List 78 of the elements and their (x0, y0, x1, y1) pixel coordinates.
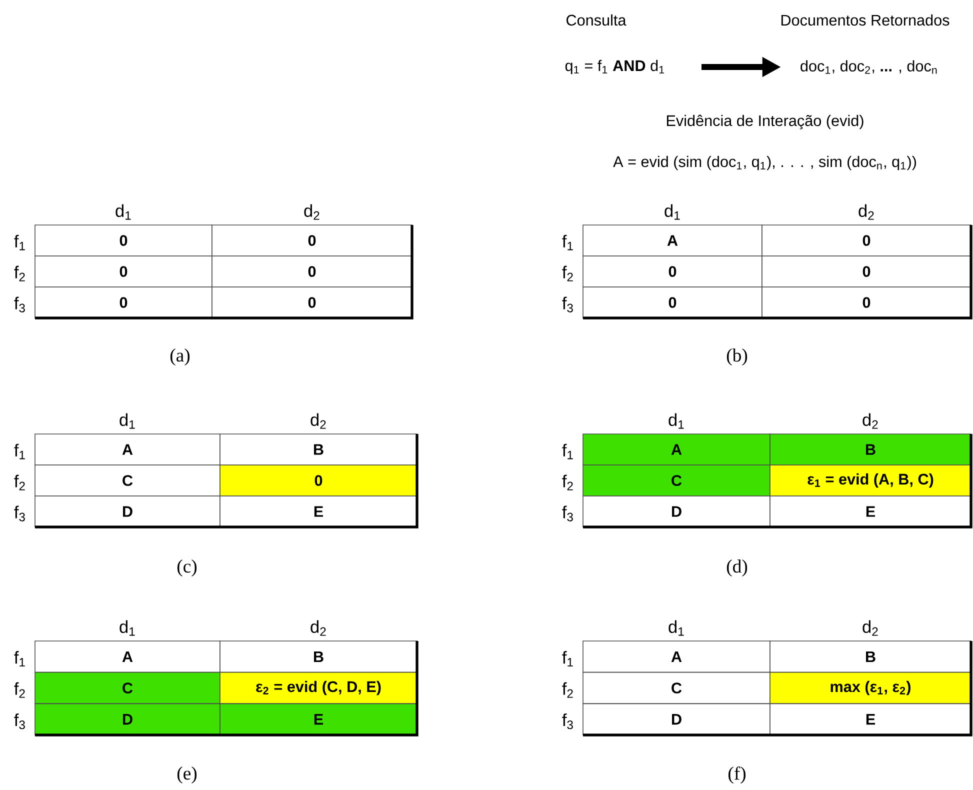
panel-caption: (d) (726, 560, 748, 576)
row-header: f$_{2}$ (14, 266, 25, 282)
table-cell: 0 (220, 464, 418, 496)
table-cell: D (34, 703, 220, 736)
column-header: d$_{2}$ (310, 413, 326, 429)
column-header: d$_{1}$ (668, 620, 684, 636)
table-cell: D (582, 703, 770, 736)
column-header: d$_{2}$ (862, 413, 878, 429)
row-header: f$_{2}$ (14, 682, 25, 698)
table-cell: C (582, 672, 770, 704)
table-cell: A (582, 640, 770, 673)
column-header: d$_{1}$ (668, 413, 684, 429)
table-cell: C (34, 672, 220, 704)
column-header: d$_{2}$ (304, 204, 320, 220)
table-cell: 0 (582, 286, 762, 318)
table-cell: 0 (212, 286, 412, 318)
row-header: f$_{1}$ (562, 444, 573, 460)
row-header: f$_{2}$ (14, 474, 25, 490)
table-cell: 0 (34, 224, 212, 256)
panel-caption: (f) (728, 766, 746, 784)
row-header: f$_{2}$ (562, 682, 573, 698)
row-header: f$_{1}$ (14, 651, 25, 666)
column-header: d$_{1}$ (664, 204, 680, 220)
row-header: f$_{2}$ (562, 474, 573, 490)
row-header: f$_{3}$ (14, 506, 25, 522)
table-cell: D (34, 496, 220, 528)
row-header: f$_{1}$ (14, 444, 25, 460)
table-cell: 0 (762, 286, 972, 318)
table-cell: B (220, 640, 418, 673)
table-cell: A (34, 640, 220, 673)
table-cell: max (ε$_{1}$, ε$_{2}$) (770, 672, 972, 704)
column-header: d$_{2}$ (858, 204, 874, 220)
table-cell: E (770, 703, 972, 736)
row-header: f$_{3}$ (14, 296, 25, 312)
row-header: f$_{2}$ (562, 266, 573, 282)
table-cell: C (34, 464, 220, 496)
table-cell: 0 (582, 256, 762, 288)
table-cell: ε$_{2}$ = evid (C, D, E) (220, 672, 418, 704)
row-header: f$_{1}$ (14, 234, 25, 250)
table-cell: 0 (34, 256, 212, 288)
column-heading: Consulta (566, 14, 626, 26)
panel-caption: (e) (177, 766, 197, 784)
table-cell: 0 (212, 256, 412, 288)
column-header: d$_{1}$ (120, 620, 135, 636)
table-cell: 0 (34, 286, 212, 318)
column-header: d$_{1}$ (116, 204, 131, 220)
section-heading: Evidência de Interação (evid) (666, 114, 864, 130)
column-header: d$_{1}$ (120, 413, 135, 429)
table-cell: A (34, 434, 220, 466)
table-cell: A (582, 434, 770, 466)
panel-caption: (c) (177, 560, 197, 576)
row-header: f$_{3}$ (562, 714, 573, 730)
table-cell: E (770, 496, 972, 528)
column-heading: Documentos Retornados (781, 14, 950, 26)
column-header: d$_{2}$ (310, 620, 326, 636)
formula-text: A = evid (sim (doc$_{1}$, q$_{1}$), . . . , sim (doc$_{n}$, q$_{1}$)) (613, 156, 916, 170)
table-cell: B (770, 434, 972, 466)
column-header: d$_{2}$ (862, 620, 878, 636)
panel-caption: (a) (170, 348, 190, 366)
table-cell: E (220, 496, 418, 528)
table-cell: 0 (212, 224, 412, 256)
expression-text: q$_{1}$ = f$_{1}$ AND d$_{1}$ (565, 60, 664, 74)
table-cell: A (582, 224, 762, 256)
row-header: f$_{3}$ (14, 714, 25, 730)
table-cell: E (220, 703, 418, 736)
row-header: f$_{3}$ (562, 506, 573, 522)
table-cell: B (770, 640, 972, 673)
table-cell: ε$_{1}$ = evid (A, B, C) (770, 464, 972, 496)
row-header: f$_{3}$ (562, 296, 573, 312)
row-header: f$_{1}$ (562, 234, 573, 250)
table-cell: 0 (762, 256, 972, 288)
expression-text: doc$_{1}$, doc$_{2}$, ... , doc$_{n}$ (800, 60, 937, 74)
table-cell: 0 (762, 224, 972, 256)
row-header: f$_{1}$ (562, 651, 573, 666)
table-cell: D (582, 496, 770, 528)
table-cell: B (220, 434, 418, 466)
panel-caption: (b) (726, 348, 748, 366)
table-cell: C (582, 464, 770, 496)
